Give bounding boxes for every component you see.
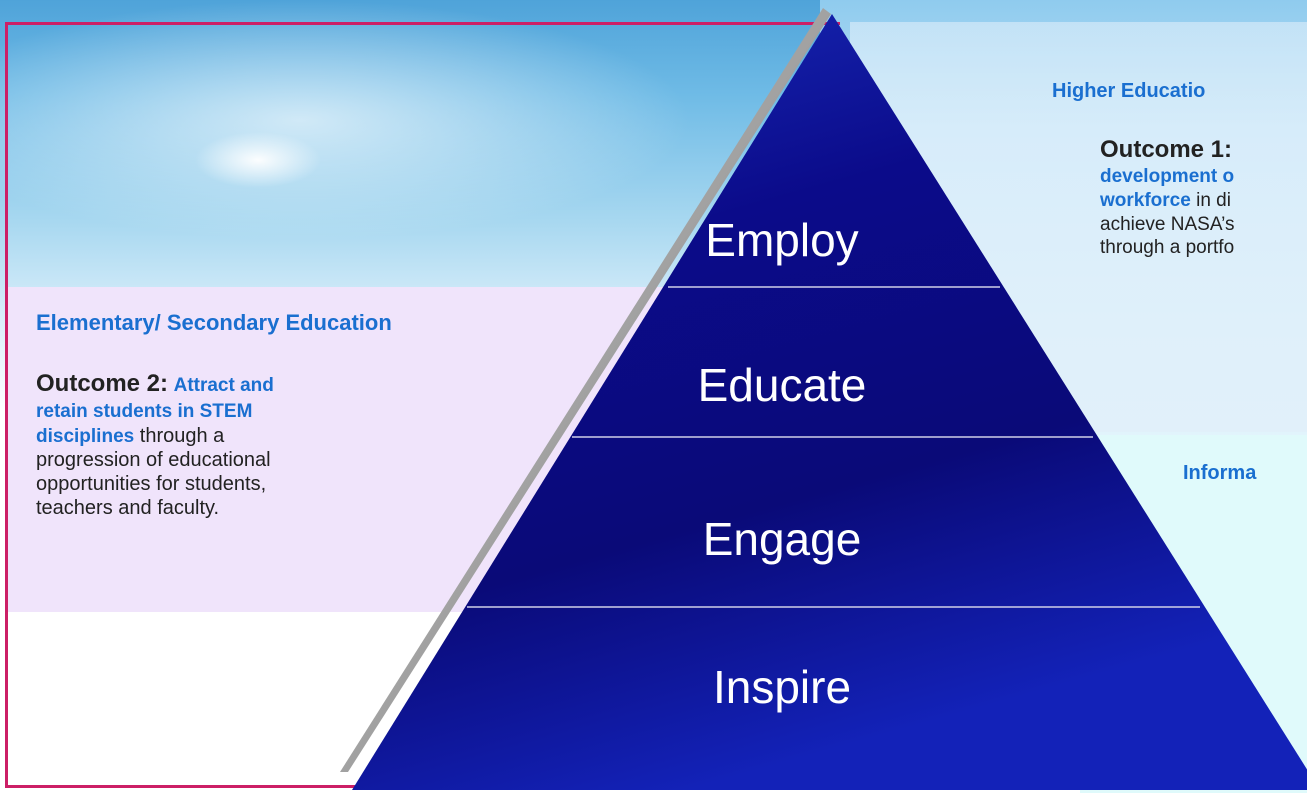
tier-employ: Employ	[705, 214, 859, 266]
informal-heading: Informa	[1183, 462, 1257, 484]
outcome-2-separator: :	[160, 370, 169, 397]
higher-body: Outcome 1: development o workforce in di…	[1100, 135, 1307, 260]
frame-top-edge	[5, 22, 840, 25]
outcome-2-body-1: through a	[134, 424, 225, 447]
pyramid-shadow	[340, 8, 831, 772]
tier-inspire: Inspire	[712, 661, 852, 713]
outcome-1-highlight-1: development o	[1100, 166, 1235, 187]
outcome-1-label: Outcome 1	[1100, 136, 1225, 163]
outcome-2-body-4: teachers and faculty.	[36, 497, 220, 520]
elementary-body: Outcome 2: Attract and retain students i…	[36, 370, 426, 520]
outcome-1-body-2: achieve NASA’s	[1100, 213, 1235, 235]
outcome-1-highlight-2: workforce	[1100, 189, 1191, 211]
higher-heading: Higher Educatio	[1052, 80, 1206, 102]
outcome-1-body-3: through a portfo	[1100, 237, 1235, 259]
outcome-1-body-1: in di	[1190, 189, 1231, 211]
tier-engage: Engage	[702, 513, 862, 565]
outcome-2-label: Outcome 2	[36, 370, 161, 397]
outcome-2-highlight-3: disciplines	[36, 425, 135, 447]
outcome-2-highlight-2: retain students in STEM	[36, 400, 253, 422]
outcome-1-separator: :	[1224, 136, 1233, 163]
frame-bottom-edge	[5, 785, 405, 788]
outcome-2-body-2: progression of educational	[36, 449, 271, 472]
pyramid-body	[352, 14, 1307, 790]
tier-educate: Educate	[697, 359, 867, 411]
outcome-2-body-3: opportunities for students,	[36, 473, 267, 496]
outcome-2-highlight-1: Attract and	[173, 375, 274, 396]
elementary-heading: Elementary/ Secondary Education	[36, 310, 392, 335]
